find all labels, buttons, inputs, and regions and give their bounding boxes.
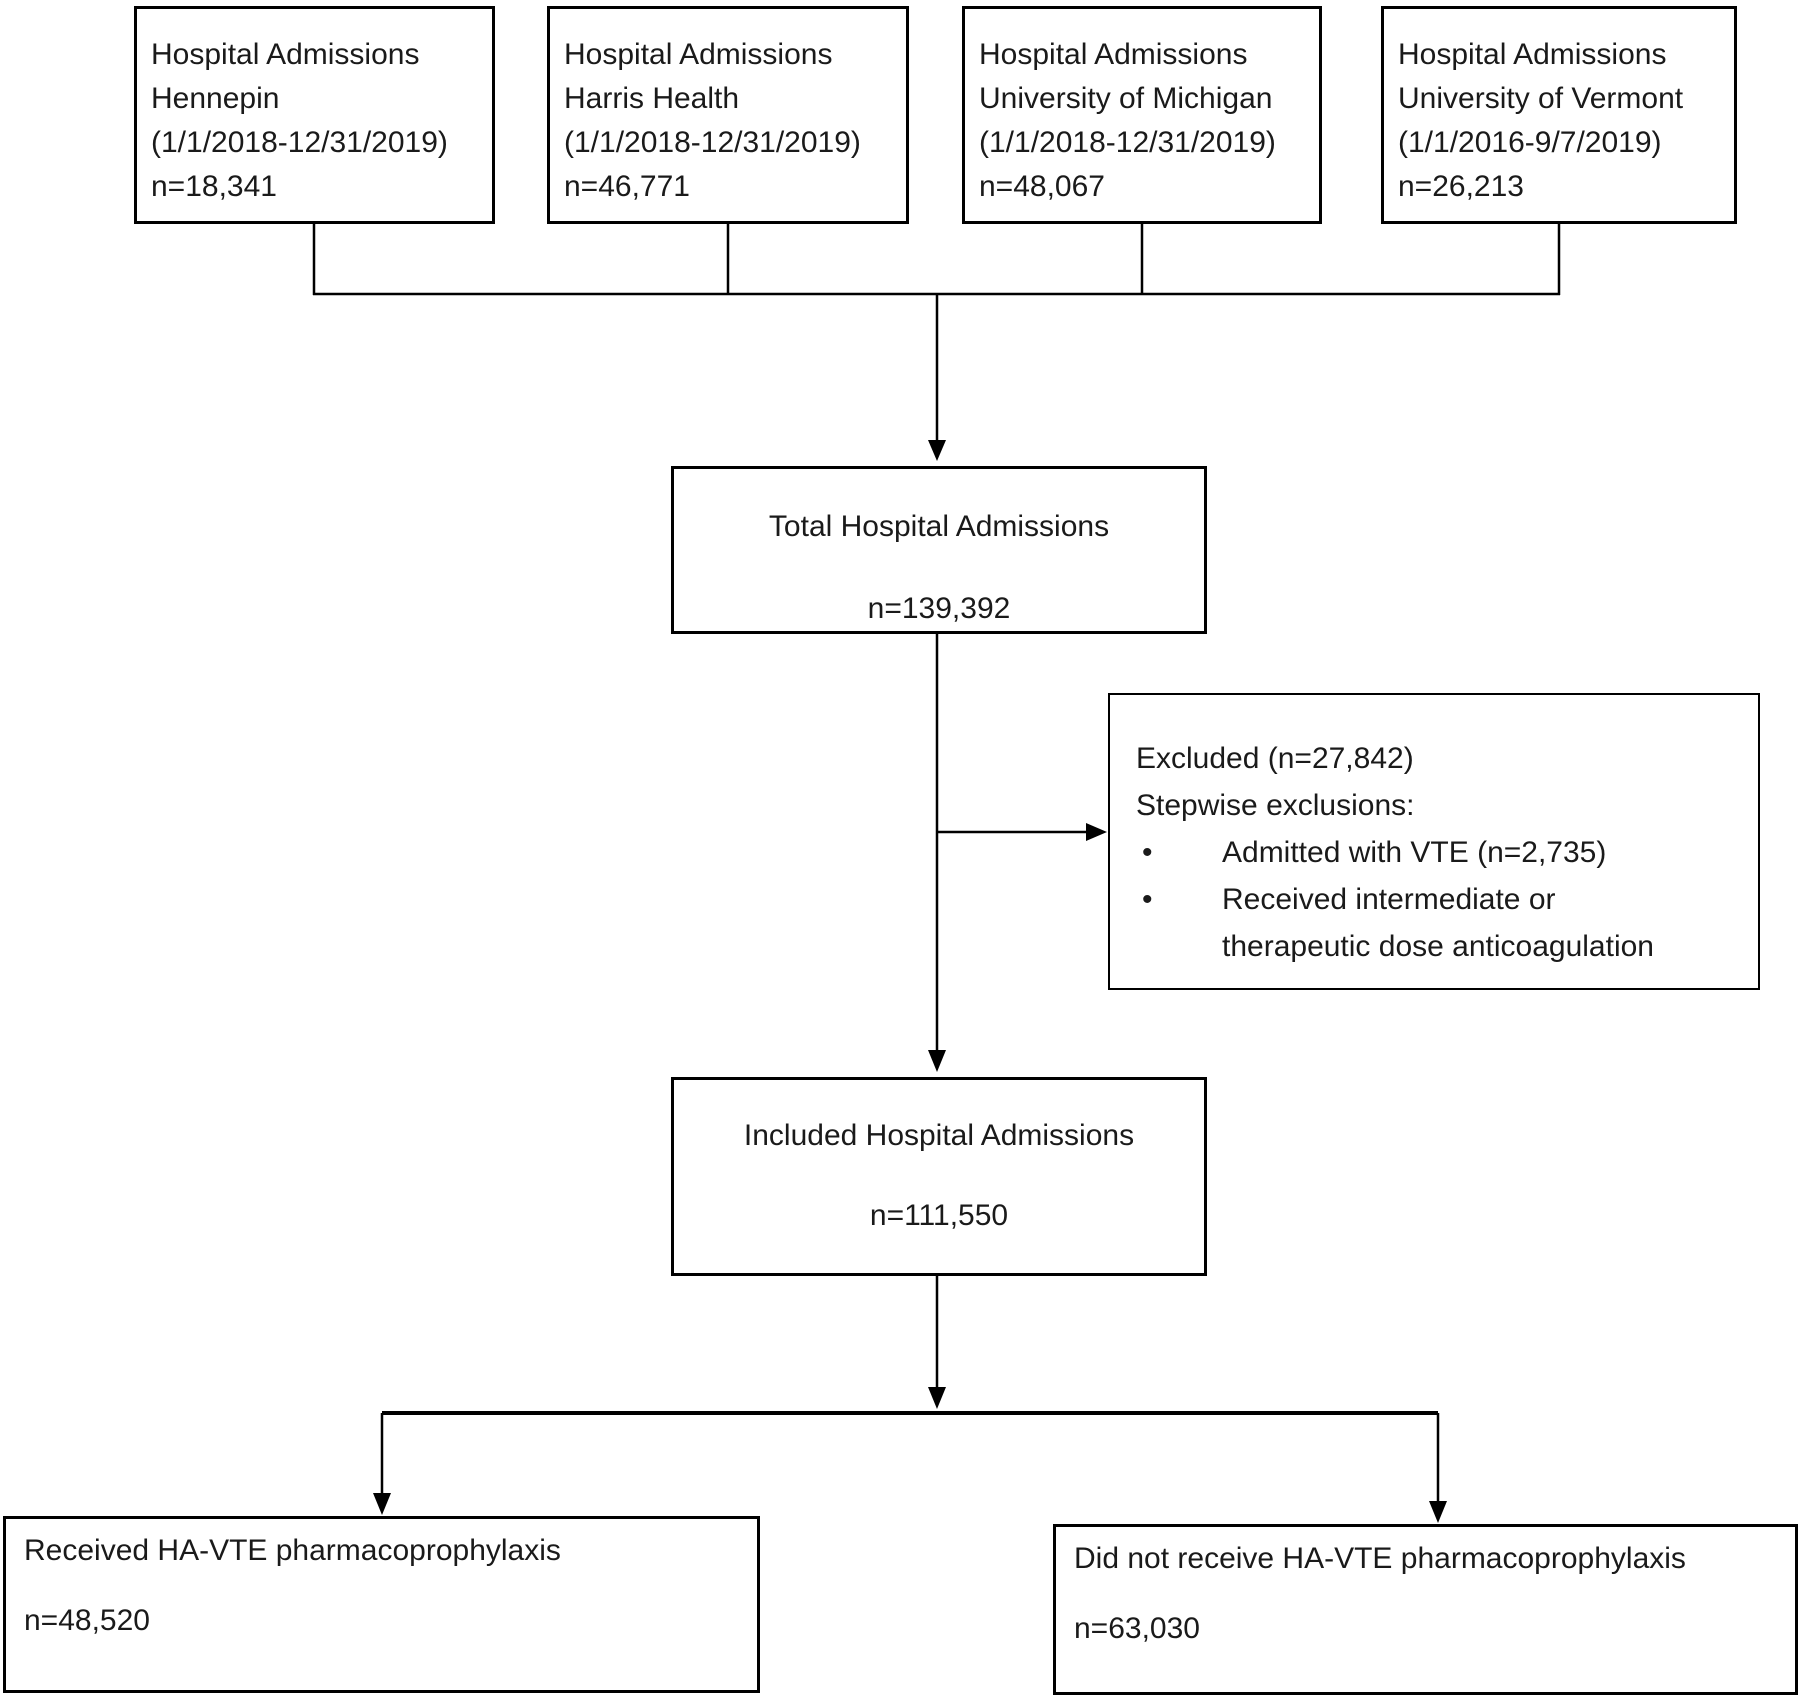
box-count: n=18,341 <box>151 170 277 203</box>
arrowhead-into-not-received <box>1429 1501 1447 1523</box>
excluded-bullet-text: Received intermediate or therapeutic dos… <box>1222 876 1744 970</box>
excluded-box: Excluded (n=27,842) Stepwise exclusions:… <box>1108 693 1760 990</box>
box-count: n=139,392 <box>867 592 1011 625</box>
no-prophylaxis-box: Did not receive HA-VTE pharmacoprophylax… <box>1053 1524 1798 1695</box>
bullet-icon: • <box>1142 883 1153 916</box>
box-count: n=111,550 <box>869 1199 1009 1232</box>
box-line: (1/1/2018-12/31/2019) <box>151 126 448 159</box>
box-count: n=48,520 <box>24 1604 150 1637</box>
box-line: Hospital Admissions <box>1398 38 1667 71</box>
arrowhead-into-received <box>373 1493 391 1515</box>
bullet-icon: • <box>1142 836 1153 869</box>
box-title: Included Hospital Admissions <box>743 1119 1135 1152</box>
source-box-hennepin: Hospital Admissions Hennepin (1/1/2018-1… <box>134 6 495 224</box>
box-count: n=26,213 <box>1398 170 1524 203</box>
excluded-bullet-item: • Admitted with VTE (n=2,735) <box>1136 829 1744 876</box>
arrowhead-into-included <box>928 1050 946 1072</box>
total-admissions-box: Total Hospital Admissions n=139,392 <box>671 466 1207 634</box>
box-line: University of Vermont <box>1398 82 1684 115</box>
box-count: n=48,067 <box>979 170 1105 203</box>
box-line: (1/1/2018-12/31/2019) <box>979 126 1276 159</box>
box-count: n=63,030 <box>1074 1612 1200 1645</box>
excluded-bullet-text: Admitted with VTE (n=2,735) <box>1222 836 1607 869</box>
box-line: Harris Health <box>564 82 740 115</box>
excluded-bullet-item: • Received intermediate or therapeutic d… <box>1136 876 1744 970</box>
box-title: Received HA-VTE pharmacoprophylaxis <box>24 1534 561 1567</box>
source-box-university-of-michigan: Hospital Admissions University of Michig… <box>962 6 1322 224</box>
excluded-subheader: Stepwise exclusions: <box>1136 789 1415 822</box>
box-line: University of Michigan <box>979 82 1273 115</box>
received-prophylaxis-box: Received HA-VTE pharmacoprophylaxis n=48… <box>3 1516 760 1693</box>
box-title: Did not receive HA-VTE pharmacoprophylax… <box>1074 1542 1686 1575</box>
source-box-university-of-vermont: Hospital Admissions University of Vermon… <box>1381 6 1737 224</box>
excluded-bullet-line: therapeutic dose anticoagulation <box>1222 930 1654 963</box>
excluded-bullet-line: Received intermediate or <box>1222 883 1556 916</box>
box-line: (1/1/2016-9/7/2019) <box>1398 126 1662 159</box>
included-admissions-box: Included Hospital Admissions n=111,550 <box>671 1077 1207 1276</box>
arrowhead-into-excluded <box>1086 823 1107 841</box>
box-count: n=46,771 <box>564 170 690 203</box>
arrowhead-onto-split-rail <box>928 1387 946 1409</box>
arrowhead-into-total <box>928 440 946 461</box>
box-line: Hospital Admissions <box>151 38 420 71</box>
source-box-harris-health: Hospital Admissions Harris Health (1/1/2… <box>547 6 909 224</box>
box-title: Total Hospital Admissions <box>768 510 1110 543</box>
box-line: (1/1/2018-12/31/2019) <box>564 126 861 159</box>
excluded-header: Excluded (n=27,842) <box>1136 742 1414 775</box>
box-line: Hospital Admissions <box>564 38 833 71</box>
box-line: Hennepin <box>151 82 280 115</box>
box-line: Hospital Admissions <box>979 38 1248 71</box>
